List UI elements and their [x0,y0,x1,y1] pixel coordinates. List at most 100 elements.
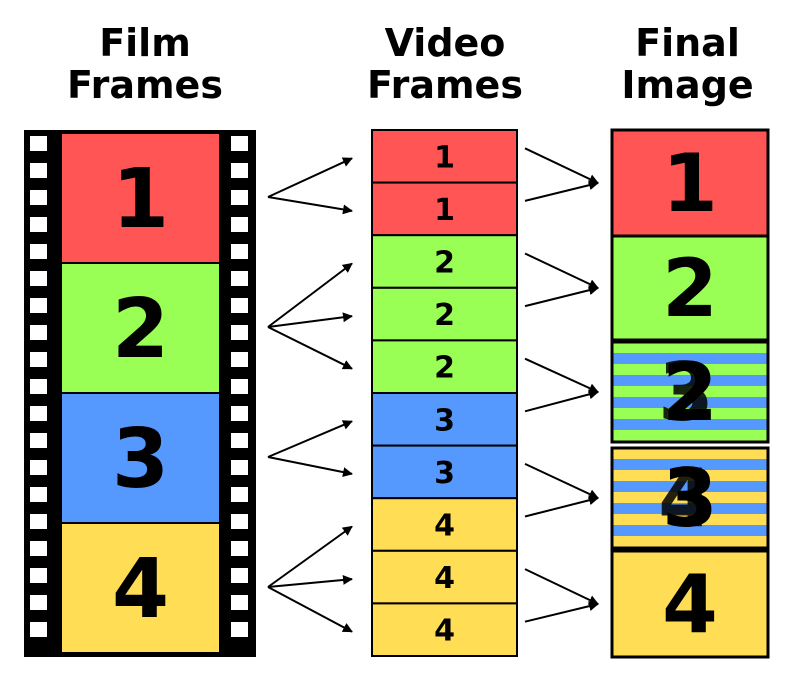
sprocket-hole-left [30,217,47,232]
sprocket-hole-left [30,514,47,529]
video-frame [371,339,518,394]
sprocket-hole-left [30,325,47,340]
arrow [524,252,599,289]
sprocket-hole-left [30,190,47,205]
arrow [524,357,599,393]
film-frame [62,264,219,392]
sprocket-hole-left [30,271,47,286]
video-frame-label: 2 [434,298,455,333]
interlace-stripe [612,397,768,408]
sprocket-hole-right [231,622,248,637]
sprocket-hole-right [231,325,248,340]
final-frame-interlaced: 34 [610,446,770,550]
video-frame-label: 1 [434,193,455,228]
video-frame-label: 4 [434,509,455,544]
video-header-line2: Frames [367,63,523,107]
sprocket-hole-left [30,298,47,313]
sprocket-hole-left [30,352,47,367]
sprocket-hole-left [30,541,47,556]
film-frame-label: 4 [112,542,169,637]
final-frame-fill [612,130,768,236]
video-frame-label: 3 [434,403,455,438]
film-header-line1: Film [99,21,191,65]
video-frame [371,497,518,552]
sprocket-hole-left [30,136,47,151]
sprocket-hole-right [231,541,248,556]
final-frame-label: 2 [662,242,718,335]
sprocket-hole-right [231,298,248,313]
film-frame [62,524,219,652]
arrow [524,147,599,184]
video-frame-label: 4 [434,614,455,649]
sprocket-hole-right [231,163,248,178]
video-frame [371,129,518,184]
video-frame [371,392,518,447]
arrow [267,262,353,328]
video-frame [371,549,518,605]
interlace-stripe [612,353,768,364]
arrow [524,389,599,413]
sprocket-hole-right [231,244,248,259]
sprocket-hole-left [30,379,47,394]
sprocket-hole-right [231,217,248,232]
sprocket-hole-right [231,271,248,286]
interlace-stripe [612,525,768,536]
video-frame [371,444,518,500]
final-frame-label: 4 [658,452,714,545]
final-frame-label: 4 [662,558,718,651]
sprocket-hole-left [30,568,47,583]
film-frame-label: 2 [112,282,169,377]
sprocket-hole-right [231,136,248,151]
video-header-line1: Video [384,21,506,65]
arrow [267,456,353,478]
arrow [524,180,599,202]
arrow [267,326,353,370]
video-frame-label: 4 [434,561,455,596]
video-frame [371,602,518,658]
sprocket-hole-right [231,190,248,205]
sprocket-hole-left [30,406,47,421]
arrow [524,568,599,605]
interlace-stripe [612,481,768,492]
final-header-line1: Final [635,21,740,65]
film-to-video-arrows [267,157,353,633]
sprocket-hole-right [231,460,248,475]
film-frames-header: Film Frames [60,22,230,106]
video-frame [371,286,518,342]
sprocket-hole-right [231,487,248,502]
arrow [267,420,353,458]
final-frame-fill [612,551,768,657]
final-frame: 2 [610,234,770,342]
film-frame-label: 3 [112,412,169,507]
video-frames-header: Video Frames [355,22,535,106]
film-frame [62,134,219,262]
arrow [267,196,353,215]
sprocket-hole-right [231,406,248,421]
arrow [267,586,353,633]
video-frame-label: 3 [434,456,455,491]
arrow [524,462,599,499]
arrow [267,525,353,588]
sprocket-hole-right [231,379,248,394]
final-frame-border [610,446,770,550]
sprocket-hole-right [231,352,248,367]
final-frame-label: 2 [662,346,718,439]
sprocket-hole-right [231,514,248,529]
sprocket-hole-left [30,433,47,448]
sprocket-hole-right [231,433,248,448]
final-frame: 1 [610,128,770,238]
arrow [267,157,353,198]
final-frame-interlaced: 23 [610,340,770,444]
sprocket-hole-left [30,244,47,259]
interlace-stripe [612,503,768,514]
final-frame-label: 3 [662,452,718,545]
interlace-stripe [612,419,768,430]
sprocket-hole-left [30,487,47,502]
arrow [267,312,353,328]
arrow [524,601,599,623]
final-frame-label: 3 [658,346,714,439]
interlace-stripe [612,459,768,470]
